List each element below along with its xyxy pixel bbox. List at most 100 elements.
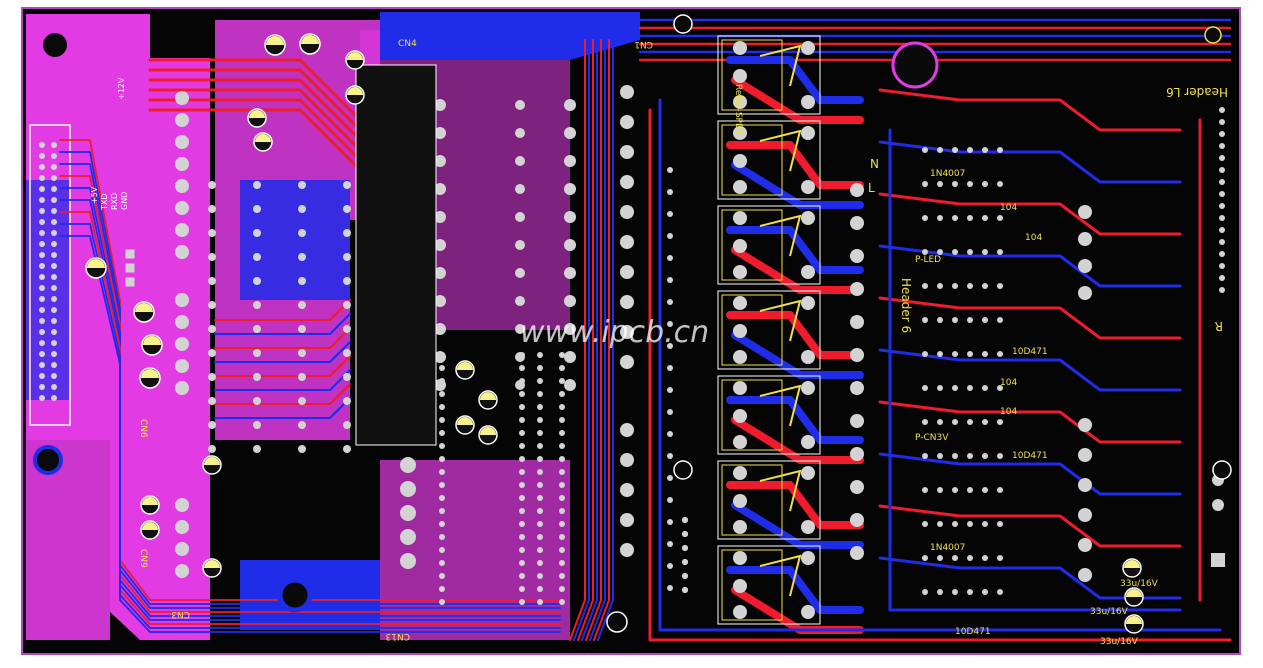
- through-hole-pad: [51, 307, 57, 313]
- through-hole-pad: [937, 351, 943, 357]
- relay-pad: [733, 551, 747, 565]
- cap-33u-label-2: 33u/16V: [1090, 607, 1129, 617]
- through-hole-pad: [564, 239, 576, 251]
- mount-hole-top-right-corner: [1204, 26, 1222, 44]
- through-hole-pad: [682, 517, 688, 523]
- through-hole-pad: [39, 230, 45, 236]
- through-hole-pad: [537, 365, 543, 371]
- through-hole-pad: [537, 391, 543, 397]
- n-mark: N: [870, 157, 879, 171]
- capacitor-polarity-mark: [141, 369, 159, 378]
- through-hole-pad: [39, 219, 45, 225]
- bus-trace: [569, 39, 586, 641]
- connector-pad: [175, 520, 189, 534]
- mounting-holes: [33, 14, 1232, 633]
- through-hole-pad: [967, 385, 973, 391]
- terminal-pad: [850, 447, 864, 461]
- diode-label-b: 1N4007: [930, 543, 965, 553]
- capacitor-polarity-mark: [1124, 560, 1140, 568]
- through-hole-pad: [253, 205, 261, 213]
- right-snake-trace: [878, 400, 1182, 444]
- through-hole-pad: [937, 487, 943, 493]
- through-hole-pad: [343, 205, 351, 213]
- relay-power-trace: [731, 331, 864, 379]
- bus-trace: [581, 39, 598, 641]
- through-hole-pad: [1219, 251, 1225, 257]
- relay-power-trace: [726, 566, 864, 614]
- through-hole-pad: [253, 373, 261, 381]
- relay-power-trace: [726, 141, 864, 189]
- through-hole-pad: [208, 421, 216, 429]
- through-hole-pad: [937, 181, 943, 187]
- through-hole-pad: [51, 219, 57, 225]
- through-hole-pad: [967, 521, 973, 527]
- through-hole-pad: [667, 189, 673, 195]
- terminal-pad: [1078, 568, 1092, 582]
- through-hole-pad: [519, 586, 525, 592]
- square-pad: [125, 263, 135, 273]
- through-hole-pad: [559, 573, 565, 579]
- relay-outline: [717, 460, 821, 540]
- through-hole-pad: [559, 599, 565, 605]
- magenta-pour-bottom: [26, 440, 110, 640]
- relay-pad: [733, 520, 747, 534]
- connector-pad: [175, 135, 189, 149]
- through-hole-pad: [922, 147, 928, 153]
- through-hole-pad: [667, 585, 673, 591]
- connector-pad: [175, 91, 189, 105]
- relay-pad: [733, 579, 747, 593]
- through-hole-pad: [982, 283, 988, 289]
- through-hole-pad: [997, 317, 1003, 323]
- through-hole-pad: [967, 589, 973, 595]
- through-hole-pad: [519, 469, 525, 475]
- through-hole-pad: [519, 456, 525, 462]
- through-hole-pad: [564, 295, 576, 307]
- capacitor-polarity-mark: [204, 457, 220, 465]
- terminal-pad: [850, 513, 864, 527]
- through-hole-pad: [39, 142, 45, 148]
- through-hole-pad: [982, 487, 988, 493]
- mid-left-trace: [214, 397, 351, 419]
- through-hole-pad: [39, 351, 45, 357]
- through-hole-pad: [208, 301, 216, 309]
- relay-pad: [733, 605, 747, 619]
- through-hole-pad: [564, 379, 576, 391]
- header-6-label: Header 6: [899, 278, 913, 333]
- through-hole-pad: [667, 519, 673, 525]
- through-hole-pad: [1219, 107, 1225, 113]
- relay-pad: [801, 350, 815, 364]
- through-hole-pad: [952, 385, 958, 391]
- through-hole-pad: [298, 277, 306, 285]
- through-hole-pad: [952, 317, 958, 323]
- through-hole-pad: [559, 456, 565, 462]
- board-outline: [21, 7, 1241, 655]
- relay-switch-symbol: [759, 299, 802, 342]
- through-hole-pad: [537, 378, 543, 384]
- terminal-pad: [850, 249, 864, 263]
- watermark-text: www.ipcb.cn: [520, 315, 709, 350]
- connector-pad: [175, 201, 189, 215]
- relay-switch-symbol: [759, 129, 802, 172]
- relay-coil-outline: [721, 379, 783, 451]
- through-hole-pad: [39, 373, 45, 379]
- through-hole-pad: [667, 299, 673, 305]
- relay-pad: [733, 265, 747, 279]
- capacitor-polarity-mark: [457, 362, 473, 370]
- terminal-pad: [850, 216, 864, 230]
- connector-pad: [175, 223, 189, 237]
- through-hole-pad: [439, 430, 445, 436]
- relay-pad: [801, 520, 815, 534]
- relay-power-trace: [731, 76, 864, 124]
- relay-coil-outline: [721, 464, 783, 536]
- through-hole-pad: [298, 229, 306, 237]
- relay-pad: [733, 350, 747, 364]
- relay-coil-outline: [721, 294, 783, 366]
- through-hole-pad: [51, 329, 57, 335]
- relay-outline: [717, 205, 821, 285]
- through-hole-pad: [922, 555, 928, 561]
- through-hole-pad: [519, 352, 525, 358]
- through-hole-pad: [439, 547, 445, 553]
- through-hole-pad: [537, 534, 543, 540]
- through-hole-pad: [559, 586, 565, 592]
